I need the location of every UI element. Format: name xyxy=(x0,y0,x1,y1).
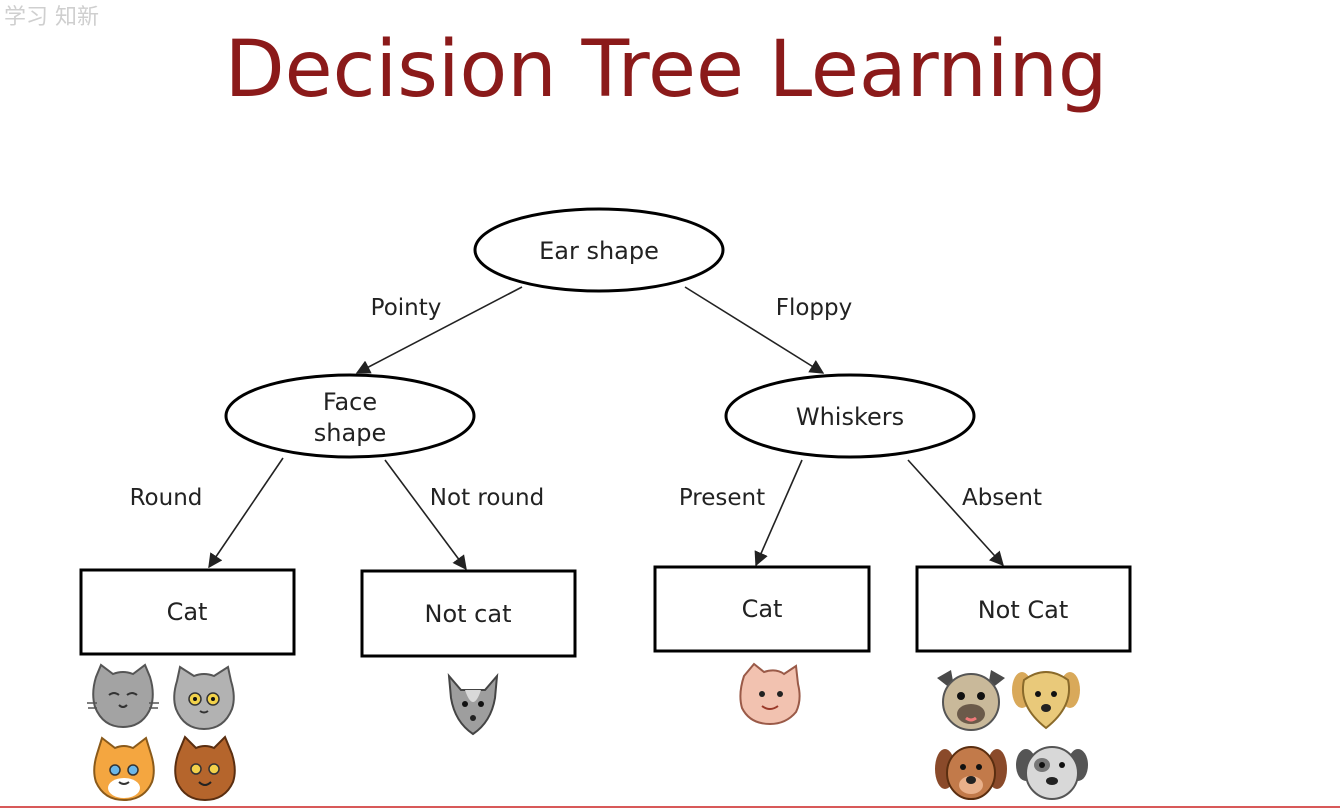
edge-floppy xyxy=(684,286,825,374)
grey-dog-icon xyxy=(1016,746,1088,800)
leaf-cat-1-label: Cat xyxy=(167,598,208,626)
node-face-shape-line1: Face xyxy=(323,388,377,416)
edge-round xyxy=(208,457,284,569)
node-whiskers-label: Whiskers xyxy=(796,403,904,431)
node-face-shape-line2: shape xyxy=(314,419,386,447)
slide-title: Decision Tree Learning xyxy=(225,25,1108,115)
leaf-cat-2-label: Cat xyxy=(742,595,783,623)
watermark-text: 学习 知新 xyxy=(4,5,99,30)
pug-dog-icon xyxy=(937,670,1005,731)
pink-cat-icon xyxy=(739,662,801,726)
node-ear-shape: Ear shape xyxy=(473,207,725,293)
edge-label-present: Present xyxy=(679,485,765,511)
leaf-not-cat-2: Not Cat xyxy=(915,565,1132,653)
edge-label-not-round: Not round xyxy=(430,485,544,511)
edge-label-round: Round xyxy=(130,485,203,511)
grey-cat-icon xyxy=(87,663,159,729)
leaf-cat-2: Cat xyxy=(653,565,871,653)
grey-cat-icon xyxy=(173,665,235,731)
edge-label-pointy: Pointy xyxy=(371,295,442,321)
brown-dog-icon xyxy=(935,746,1007,800)
edge-pointy xyxy=(355,286,523,374)
node-ear-shape-label: Ear shape xyxy=(539,237,659,265)
edge-present xyxy=(754,459,803,567)
edge-absent xyxy=(907,459,1004,567)
grey-cat-icon xyxy=(447,672,499,736)
orange-cat-icon xyxy=(93,736,155,802)
leaf-not-cat-2-label: Not Cat xyxy=(978,596,1069,624)
brown-cat-icon xyxy=(174,735,236,802)
edge-not-round xyxy=(384,459,467,571)
leaf-not-cat-1-label: Not cat xyxy=(425,600,512,628)
leaf-cat-1: Cat xyxy=(79,568,296,656)
node-face-shape: Face shape xyxy=(224,373,476,459)
tan-dog-icon xyxy=(1012,671,1080,730)
edge-label-floppy: Floppy xyxy=(776,295,853,321)
leaf-not-cat-1: Not cat xyxy=(360,569,577,658)
edge-label-absent: Absent xyxy=(962,485,1042,511)
node-whiskers: Whiskers xyxy=(724,373,976,459)
